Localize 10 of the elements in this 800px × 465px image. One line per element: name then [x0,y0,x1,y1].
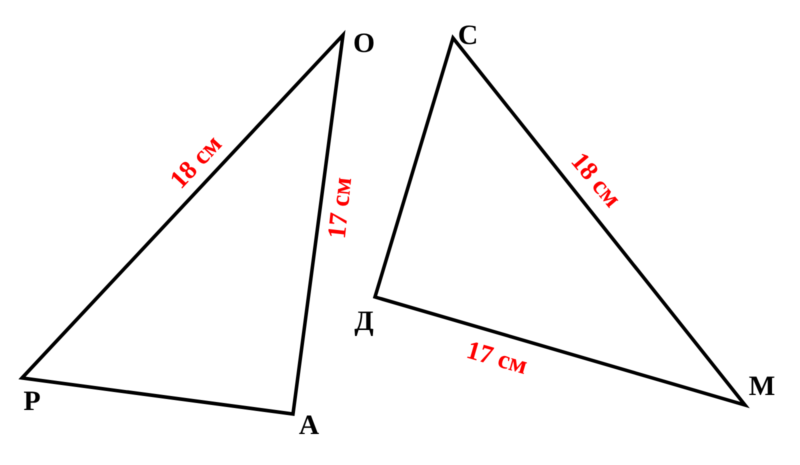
vertex-label: О [353,30,375,58]
vertex-label: Р [23,388,41,416]
side-length-label: 18 см [165,130,227,194]
side-length-label: 18 см [566,148,626,212]
vertex-label: М [748,373,776,401]
vertex-label: А [298,412,320,440]
vertex-label: С [458,22,478,50]
side-length-label: 17 см [324,176,356,240]
side-length-label: 17 см [464,337,530,379]
vertex-label: Д [354,308,374,336]
